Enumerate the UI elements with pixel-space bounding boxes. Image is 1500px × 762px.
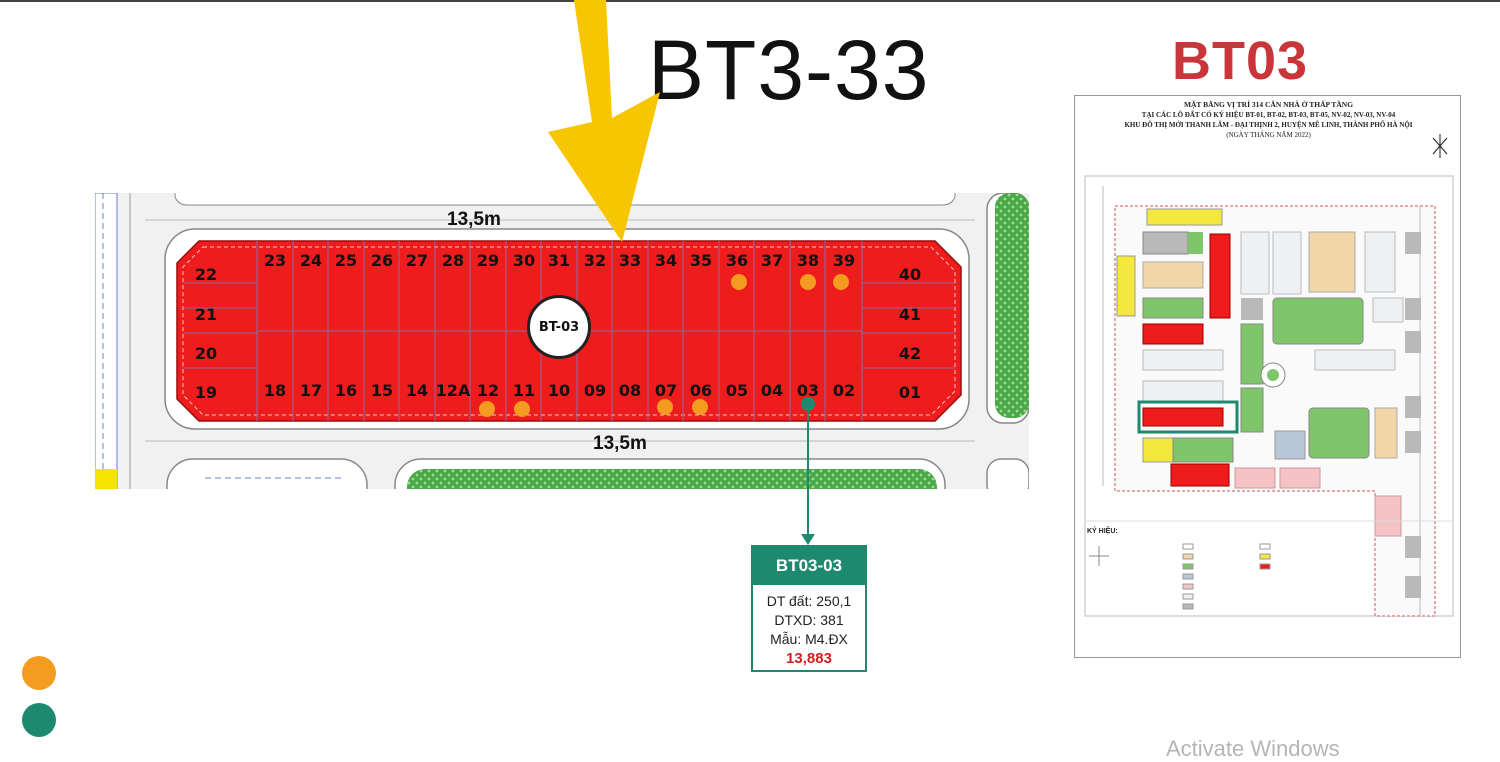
lot-label[interactable]: 11 [512,381,536,400]
sold-marker [731,274,747,290]
lot-label[interactable]: 03 [796,381,820,400]
lot-label[interactable]: 22 [194,265,218,284]
block-plan: 13,5m 13,5m 23 24 25 26 27 28 29 30 31 3… [95,193,1029,489]
sold-marker [833,274,849,290]
house-model: Mẫu: M4.ĐX [770,631,848,647]
road-width-top: 13,5m [447,209,501,230]
overview-title: BT03 [1172,31,1309,91]
lot-label[interactable]: 17 [299,381,323,400]
floor-area: DTXD: 381 [774,612,844,628]
lot-label[interactable]: 25 [334,251,358,270]
os-activation-watermark: Activate Windows [1166,736,1340,761]
sold-marker [692,399,708,415]
lot-label[interactable]: 33 [618,251,642,270]
lot-label[interactable]: 29 [476,251,500,270]
sold-marker [514,401,530,417]
lot-label[interactable]: 14 [405,381,429,400]
lot-label[interactable]: 05 [725,381,749,400]
lot-label[interactable]: 36 [725,251,749,270]
overview-map[interactable]: MẶT BẰNG VỊ TRÍ 314 CĂN NHÀ Ở THẤP TẦNG … [1074,95,1461,658]
lot-label[interactable]: 15 [370,381,394,400]
lot-label[interactable]: 12A [435,381,471,400]
sold-marker [657,399,673,415]
overview-header-line: MẶT BẰNG VỊ TRÍ 314 CĂN NHÀ Ở THẤP TẦNG [1183,100,1354,109]
lot-label[interactable]: 23 [263,251,287,270]
lot-label[interactable]: 41 [898,305,922,324]
legend-orange-dot [22,656,56,690]
lot-label[interactable]: 34 [654,251,678,270]
land-area: DT đất: 250,1 [766,593,852,609]
overview-header-line: TẠI CÁC LÔ ĐẤT CÓ KÝ HIỆU BT-01, BT-02, … [1141,111,1396,119]
sold-marker [479,401,495,417]
lot-label[interactable]: 40 [898,265,922,284]
lot-price: 13,883 [786,650,832,667]
lot-label[interactable]: 20 [194,344,218,363]
lot-label[interactable]: 32 [583,251,607,270]
lot-label[interactable]: 19 [194,383,218,402]
sold-marker [800,274,816,290]
lot-label[interactable]: 24 [299,251,323,270]
lot-label[interactable]: 16 [334,381,358,400]
lot-label[interactable]: 27 [405,251,429,270]
lot-label[interactable]: 18 [263,381,287,400]
lot-label[interactable]: 38 [796,251,820,270]
lot-label[interactable]: 06 [689,381,713,400]
leader-arrowhead [801,534,815,545]
page-title: BT3-33 [648,23,930,117]
leader-line [807,404,809,540]
lot-label[interactable]: 04 [760,381,784,400]
lot-label[interactable]: 42 [898,344,922,363]
road-width-bottom: 13,5m [593,433,647,454]
lot-label[interactable]: 08 [618,381,642,400]
lot-label[interactable]: 31 [547,251,571,270]
lot-label[interactable]: 09 [583,381,607,400]
block-badge: BT-03 [527,295,591,359]
lot-info-title: BT03-03 [753,547,865,585]
overview-header-line: (NGÀY THÁNG NĂM 2022) [1226,131,1311,139]
top-border [0,0,1500,2]
pointer-arrow [548,0,660,242]
lot-label[interactable]: 28 [441,251,465,270]
lot-label[interactable]: 07 [654,381,678,400]
lot-label[interactable]: 39 [832,251,856,270]
lot-label[interactable]: 35 [689,251,713,270]
lot-label[interactable]: 26 [370,251,394,270]
overview-header-line: KHU ĐÔ THỊ MỚI THANH LÂM - ĐẠI THỊNH 2, … [1124,121,1413,129]
lot-label[interactable]: 01 [898,383,922,402]
overview-drawing [1084,134,1454,617]
lot-label[interactable]: 02 [832,381,856,400]
lot-label[interactable]: 12 [476,381,500,400]
lot-label[interactable]: 10 [547,381,571,400]
lot-info-card[interactable]: BT03-03 DT đất: 250,1 DTXD: 381 Mẫu: M4.… [751,545,867,672]
legend-teal-dot [22,703,56,737]
overview-legend-title: KÝ HIỆU: [1087,528,1118,535]
lot-label[interactable]: 37 [760,251,784,270]
lot-label[interactable]: 21 [194,305,218,324]
lot-label[interactable]: 30 [512,251,536,270]
